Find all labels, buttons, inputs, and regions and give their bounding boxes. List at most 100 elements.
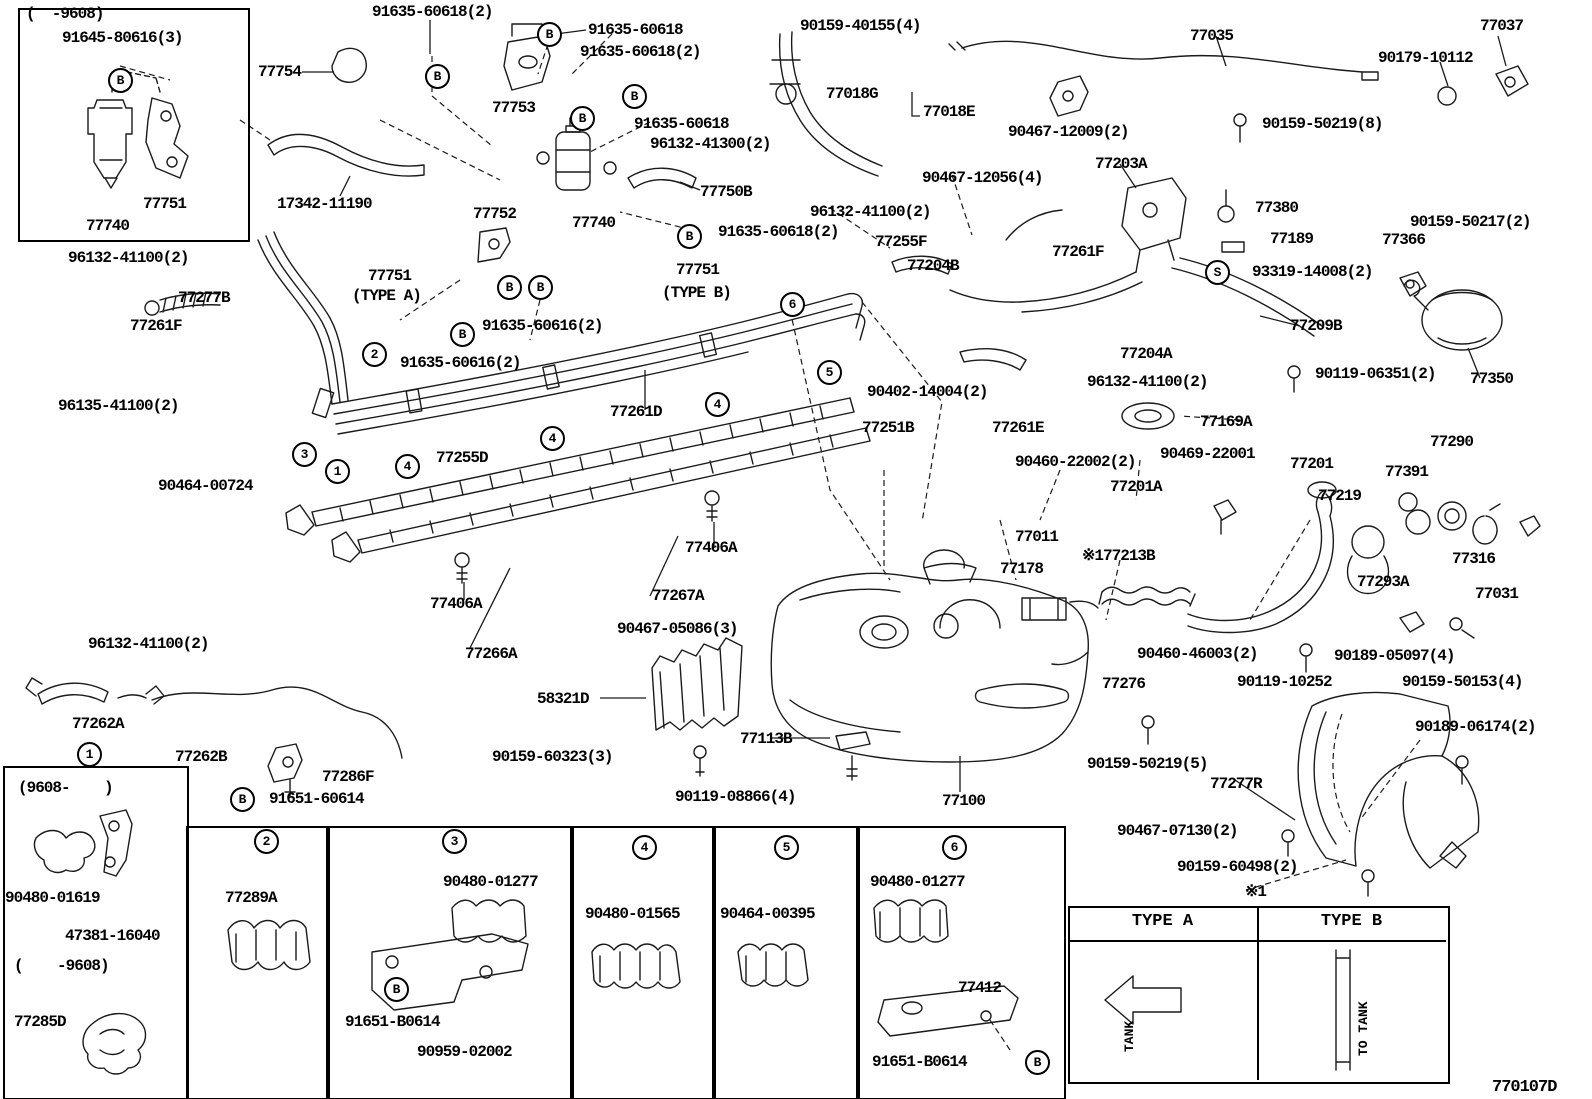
part-label-77018e: 77018E — [923, 103, 976, 121]
part-label-77277b: 77277B — [178, 289, 231, 307]
type-table-column-divider — [1257, 906, 1259, 1080]
part-label-96132-41300-2: 96132-41300(2) — [650, 135, 771, 153]
part-label-96132-41100-2: 96132-41100(2) — [1087, 373, 1208, 391]
type-table — [1068, 906, 1450, 1084]
callout-marker-b: B — [384, 977, 409, 1002]
part-label-77751: 77751 — [143, 195, 187, 213]
part-label-90469-22001: 90469-22001 — [1160, 445, 1256, 463]
part-label-77204a: 77204A — [1120, 345, 1173, 363]
callout-marker-b: B — [528, 275, 553, 300]
part-label-77391: 77391 — [1385, 463, 1429, 481]
part-label-77289a: 77289A — [225, 889, 278, 907]
part-label-90179-10112: 90179-10112 — [1378, 49, 1474, 67]
part-label-77293a: 77293A — [1357, 573, 1410, 591]
part-label-77366: 77366 — [1382, 231, 1426, 249]
part-label-77219: 77219 — [1318, 487, 1362, 505]
part-label-90959-02002: 90959-02002 — [417, 1043, 513, 1061]
part-label-77290: 77290 — [1430, 433, 1474, 451]
callout-marker-s: S — [1205, 260, 1230, 285]
part-label-90460-46003-2: 90460-46003(2) — [1137, 645, 1258, 663]
part-label-90460-22002-2: 90460-22002(2) — [1015, 453, 1136, 471]
part-label-90159-50217-2: 90159-50217(2) — [1410, 213, 1531, 231]
part-label-90467-12009-2: 90467-12009(2) — [1008, 123, 1129, 141]
part-label-91645-80616-3: 91645-80616(3) — [62, 29, 183, 47]
callout-marker-4: 4 — [395, 454, 420, 479]
part-label-77189: 77189 — [1270, 230, 1314, 248]
part-label-type-a: (TYPE A) — [352, 287, 422, 305]
part-label-77740: 77740 — [86, 217, 130, 235]
part-label-77350: 77350 — [1470, 370, 1514, 388]
part-label-77277r: 77277R — [1210, 775, 1263, 793]
callout-marker-3: 3 — [442, 829, 467, 854]
part-label-177213b: ※177213B — [1082, 547, 1156, 565]
part-label-77754: 77754 — [258, 63, 302, 81]
callout-marker-4: 4 — [632, 835, 657, 860]
callout-marker-b: B — [677, 224, 702, 249]
part-label-90119-10252: 90119-10252 — [1237, 673, 1333, 691]
part-label-77011: 77011 — [1015, 528, 1059, 546]
part-label-77276: 77276 — [1102, 675, 1146, 693]
part-label-90480-01277: 90480-01277 — [870, 873, 966, 891]
part-label-77286f: 77286F — [322, 768, 375, 786]
part-label-91635-60616-2: 91635-60616(2) — [400, 354, 521, 372]
part-label-77204b: 77204B — [907, 257, 960, 275]
callout-marker-b: B — [425, 64, 450, 89]
part-label-77262b: 77262B — [175, 748, 228, 766]
part-label-77251b: 77251B — [862, 419, 915, 437]
part-label-96132-41100-2: 96132-41100(2) — [68, 249, 189, 267]
callout-marker-6: 6 — [780, 292, 805, 317]
part-label-type-b: (TYPE B) — [662, 284, 732, 302]
part-label-90467-05086-3: 90467-05086(3) — [617, 620, 738, 638]
callout-marker-6: 6 — [942, 835, 967, 860]
clamp-box-4 — [570, 826, 716, 1099]
part-label-90159-60323-3: 90159-60323(3) — [492, 748, 613, 766]
part-label-77750b: 77750B — [700, 183, 753, 201]
part-label-77255d: 77255D — [436, 449, 489, 467]
type-b-header: TYPE B — [1320, 912, 1383, 931]
type-a-header: TYPE A — [1131, 912, 1194, 931]
callout-marker-b: B — [230, 787, 255, 812]
callout-marker-2: 2 — [254, 829, 279, 854]
part-label-77037: 77037 — [1480, 17, 1524, 35]
part-label-90480-01565: 90480-01565 — [585, 905, 681, 923]
part-label-77751: 77751 — [368, 267, 412, 285]
part-label-90480-01277: 90480-01277 — [443, 873, 539, 891]
part-label-77406a: 77406A — [685, 539, 738, 557]
callout-marker-4: 4 — [705, 392, 730, 417]
part-label-47381-16040: 47381-16040 — [65, 927, 161, 945]
part-label-9608: ( -9608) — [14, 957, 110, 975]
callout-marker-4: 4 — [540, 426, 565, 451]
clamp-box-2 — [186, 826, 330, 1099]
part-label-77751: 77751 — [676, 261, 720, 279]
tank-vertical-label: TANK — [1122, 1020, 1137, 1052]
part-label-77261f: 77261F — [1052, 243, 1105, 261]
callout-marker-b: B — [622, 84, 647, 109]
part-label-90467-07130-2: 90467-07130(2) — [1117, 822, 1238, 840]
part-label-96132-41100-2: 96132-41100(2) — [810, 203, 931, 221]
part-label-93319-14008-2: 93319-14008(2) — [1252, 263, 1373, 281]
part-label-77031: 77031 — [1475, 585, 1519, 603]
part-label-91635-60616-2: 91635-60616(2) — [482, 317, 603, 335]
part-label-90189-05097-4: 90189-05097(4) — [1334, 647, 1455, 665]
part-label-91651-b0614: 91651-B0614 — [345, 1013, 441, 1031]
callout-marker-b: B — [1025, 1050, 1050, 1075]
part-label-90480-01619: 90480-01619 — [5, 889, 101, 907]
callout-marker-5: 5 — [817, 360, 842, 385]
callout-marker-b: B — [450, 322, 475, 347]
part-label-90159-40155-4: 90159-40155(4) — [800, 17, 921, 35]
callout-marker-b: B — [570, 106, 595, 131]
part-label-58321d: 58321D — [537, 690, 590, 708]
part-label-77261e: 77261E — [992, 419, 1045, 437]
part-label-77201: 77201 — [1290, 455, 1334, 473]
part-label-77380: 77380 — [1255, 199, 1299, 217]
part-label-77740: 77740 — [572, 214, 616, 232]
part-label-91635-60618: 91635-60618 — [634, 115, 730, 133]
part-label-90189-06174-2: 90189-06174(2) — [1415, 718, 1536, 736]
part-label-77267a: 77267A — [652, 587, 705, 605]
callout-marker-b: B — [537, 22, 562, 47]
part-label-91635-60618: 91635-60618 — [588, 21, 684, 39]
part-label-77201a: 77201A — [1110, 478, 1163, 496]
part-label-1: ※1 — [1245, 883, 1267, 901]
callout-marker-3: 3 — [292, 442, 317, 467]
